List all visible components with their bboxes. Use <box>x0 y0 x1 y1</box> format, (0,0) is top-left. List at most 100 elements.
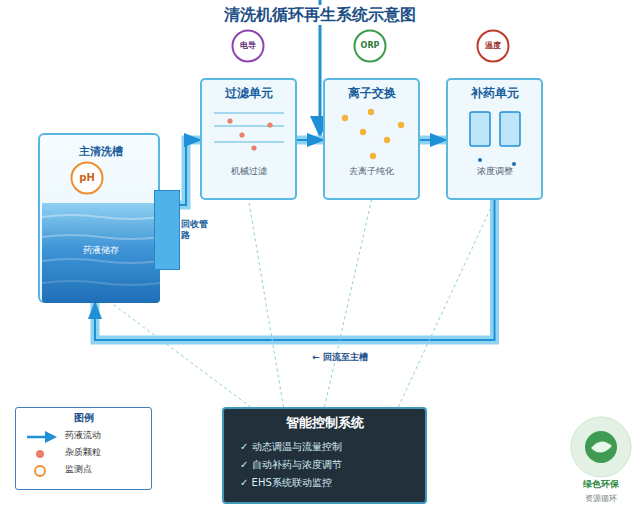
resin-bead <box>342 115 348 121</box>
connector-line <box>297 139 323 141</box>
text-slot: 离子交换 <box>325 86 418 101</box>
node-body: 机械过滤 <box>202 166 295 177</box>
node-heading: 温度 <box>485 41 501 51</box>
node-heading: 智能控制系统 <box>224 415 425 431</box>
resin-bead <box>384 137 390 143</box>
flow-pipe <box>420 140 446 141</box>
badge-core <box>585 431 617 463</box>
control-system: 智能控制系统 ✓ 动态调温与流量控制 ✓ 自动补药与浓度调节 ✓ EHS系统联动监控 <box>222 407 427 504</box>
circle-outline <box>355 31 386 62</box>
node-heading: 绿色环保 <box>566 479 636 490</box>
circle-outline <box>233 31 264 62</box>
filter-unit: 过滤单元机械过滤 <box>200 78 297 200</box>
text-slot: 绿色环保 <box>566 479 636 490</box>
ion-exchange-unit: 离子交换去离子纯化 <box>323 78 420 200</box>
text-slot: 智能控制系统 <box>224 415 425 431</box>
legend-text: 药液流动 <box>65 430 101 441</box>
connector-line <box>325 200 372 407</box>
connector-line <box>398 200 494 407</box>
dosing-tank <box>500 112 520 146</box>
legend-row: 杂质颗粒 <box>25 447 145 461</box>
text-slot: 补药单元 <box>448 86 541 101</box>
dose-drop <box>478 158 482 162</box>
circle-outline <box>478 31 509 62</box>
impurity-particle <box>227 118 232 123</box>
eco-badge: 绿色环保资源循环 <box>566 416 636 508</box>
legend-swatch <box>36 450 44 458</box>
node-body: ✓ 动态调温与流量控制 <box>240 441 420 454</box>
control-link <box>249 200 284 407</box>
text-slot: ORP <box>353 29 387 63</box>
legend-sample <box>25 430 59 444</box>
pipe-body <box>297 136 323 145</box>
node-heading: 补药单元 <box>448 86 541 101</box>
badge-ring <box>571 417 631 477</box>
node-body: 去离子纯化 <box>325 166 418 177</box>
resin-bead <box>368 109 374 115</box>
node-heading: 药液储存 <box>42 245 160 256</box>
connector-line <box>420 139 446 141</box>
node-body: 浓度调整 <box>448 166 541 177</box>
flow-pipe <box>297 140 323 141</box>
text-slot: ✓ 动态调温与流量控制 <box>240 441 420 454</box>
text-slot: 温度 <box>476 29 510 63</box>
dosing-tank <box>470 112 490 146</box>
control-link <box>325 200 372 407</box>
text-slot: 去离子纯化 <box>325 166 418 177</box>
control-link <box>111 303 251 407</box>
dose-drop <box>512 162 516 166</box>
text-slot: 电导 <box>231 29 265 63</box>
pipe-body <box>420 136 446 145</box>
connector-line <box>249 200 284 407</box>
control-link <box>398 200 494 407</box>
text-slot: 机械过滤 <box>202 166 295 177</box>
liquid-band: 药液储存 <box>42 203 160 303</box>
pipe-label: 回收管路 <box>181 219 216 242</box>
resin-bead <box>370 153 376 159</box>
legend-text: 监测点 <box>65 464 92 475</box>
node-body: 资源循环 <box>566 493 636 503</box>
circle-outline <box>72 163 103 194</box>
connector-line <box>111 303 251 407</box>
text-slot: 药液储存 <box>42 245 160 256</box>
legend-text: 杂质颗粒 <box>65 447 101 458</box>
node-heading: 电导 <box>240 41 256 51</box>
liquid-wave <box>42 215 160 219</box>
liquid-wave <box>42 281 160 285</box>
dosing-unit: 补药单元浓度调整 <box>446 78 543 200</box>
filter-mesh <box>214 125 284 126</box>
filter-mesh <box>214 141 284 142</box>
monitor-sample <box>35 466 45 476</box>
node-body: ✓ EHS系统联动监控 <box>240 477 420 490</box>
node-heading: pH <box>79 172 95 185</box>
text-slot: 浓度调整 <box>448 166 541 177</box>
node-heading: 离子交换 <box>325 86 418 101</box>
leaf-icon <box>591 441 612 452</box>
edge-label-slot: ← 回流至主槽 <box>280 345 400 364</box>
monitor-circle: ORP <box>353 29 387 63</box>
liquid-wave <box>42 235 160 239</box>
node-body: ✓ 自动补药与浓度调节 <box>240 459 420 472</box>
node-heading: 主清洗槽 <box>40 145 162 158</box>
ph-monitor: pH <box>70 161 104 195</box>
text-slot: 主清洗槽 <box>40 145 162 158</box>
title-slot: 清洗机循环再生系统示意图 <box>0 5 640 25</box>
legend-sample <box>25 464 59 478</box>
legend-title: 图例 <box>15 412 152 425</box>
legend-row: 药液流动 <box>25 430 145 444</box>
monitor-circle: 电导 <box>231 29 265 63</box>
resin-bead <box>398 122 404 128</box>
impurity-particle <box>251 145 256 150</box>
recovery-block <box>154 190 180 270</box>
monitor-circle: 温度 <box>476 29 510 63</box>
impurity-particle <box>267 122 272 127</box>
label-slot: 回收管路 <box>181 219 216 242</box>
text-slot: pH <box>70 161 104 195</box>
impurity-particle <box>239 132 244 137</box>
main-tank: 主清洗槽 pH 药液储存 <box>38 133 160 303</box>
label-slot: 图例 <box>15 412 152 425</box>
legend-row: 监测点 <box>25 464 145 478</box>
diagram-title: 清洗机循环再生系统示意图 <box>221 5 419 25</box>
liquid-wave <box>42 259 160 263</box>
